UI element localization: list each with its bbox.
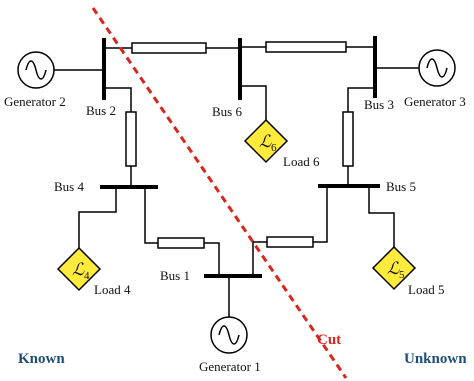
generator-2-label: Generator 2 xyxy=(4,94,66,109)
cut-label: Cut xyxy=(317,332,341,348)
load-6-connector xyxy=(240,85,267,122)
generator-3 xyxy=(375,49,456,87)
load-4-symbol: ℒ xyxy=(72,260,85,280)
bus-1-label: Bus 1 xyxy=(160,268,190,283)
load-5-connector xyxy=(368,186,395,248)
bus-5-label: Bus 5 xyxy=(386,179,416,194)
load-4-index: 4 xyxy=(84,270,90,282)
load-5-index: 5 xyxy=(399,269,405,281)
load-6: ℒ 6 xyxy=(243,118,289,164)
line-bus3-bus5 xyxy=(342,87,375,186)
line-impedance xyxy=(265,41,347,53)
load-4: ℒ 4 xyxy=(56,246,102,292)
load-6-diamond xyxy=(243,118,289,164)
cut-line xyxy=(91,7,348,379)
line-bus6-bus3 xyxy=(240,41,375,53)
bus-3-label: Bus 3 xyxy=(364,97,394,112)
generator-1 xyxy=(210,276,248,354)
load-6-label: Load 6 xyxy=(283,154,320,169)
load-6-index: 6 xyxy=(271,142,277,154)
generator-3-sine-icon xyxy=(426,58,448,78)
line-impedance xyxy=(125,111,137,167)
bus-6-label: Bus 6 xyxy=(212,104,242,119)
load-5-symbol: ℒ xyxy=(387,259,400,279)
unknown-region-label: Unknown xyxy=(404,351,467,367)
bus-2-label: Bus 2 xyxy=(86,103,116,118)
line-bus5-bus1 xyxy=(252,186,328,276)
generator-1-label: Generator 1 xyxy=(199,359,261,374)
known-region-label: Known xyxy=(18,351,65,367)
generator-2-sine-icon xyxy=(25,60,47,80)
generator-2 xyxy=(17,51,104,89)
load-4-label: Load 4 xyxy=(94,282,131,297)
line-bus2-bus4 xyxy=(104,87,137,187)
line-impedance xyxy=(342,111,354,167)
generator-3-label: Generator 3 xyxy=(404,94,466,109)
load-4-connector xyxy=(78,187,117,250)
bus-4-label: Bus 4 xyxy=(54,179,84,194)
load-5-label: Load 5 xyxy=(408,282,444,297)
generator-1-sine-icon xyxy=(218,325,240,345)
line-impedance xyxy=(131,42,207,54)
load-5-diamond xyxy=(371,245,417,291)
line-impedance xyxy=(157,237,205,249)
load-4-diamond xyxy=(56,246,102,292)
load-5: ℒ 5 xyxy=(371,245,417,291)
line-bus4-bus1 xyxy=(144,187,220,276)
line-bus2-bus6 xyxy=(104,42,240,54)
line-impedance xyxy=(266,236,314,248)
load-6-symbol: ℒ xyxy=(259,132,272,152)
